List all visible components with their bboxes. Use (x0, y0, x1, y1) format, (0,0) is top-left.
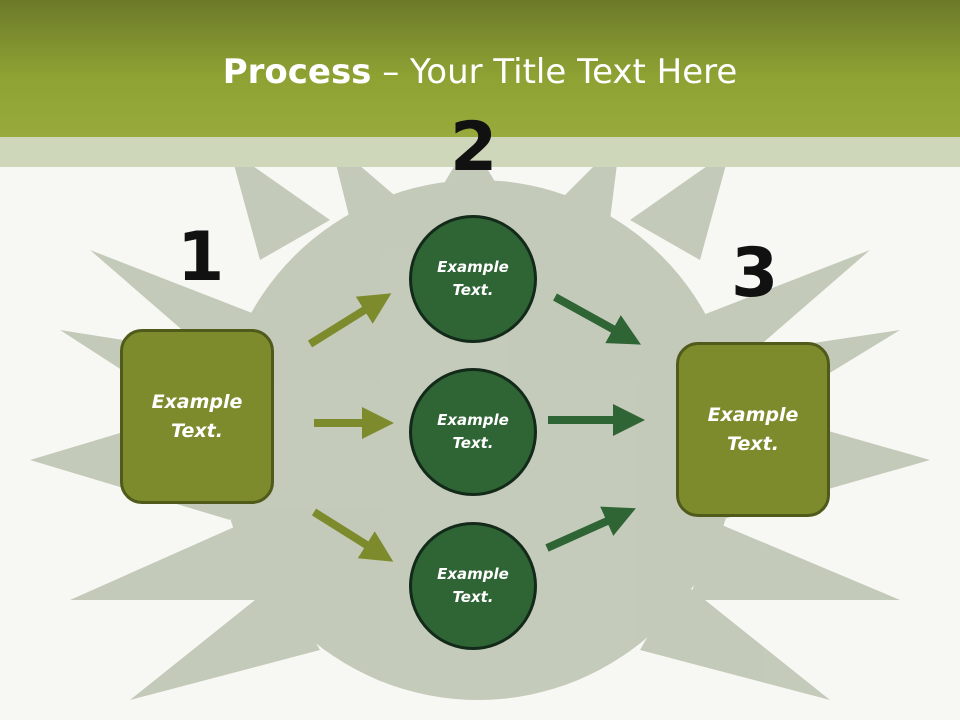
step-2-circle-middle: Example Text. (409, 368, 537, 496)
step-number-1: 1 (177, 218, 225, 297)
title-bold: Process (222, 52, 372, 92)
title-bar (0, 0, 960, 137)
circle-bottom-text: Example Text. (437, 565, 509, 606)
step-1-box: Example Text. (120, 329, 274, 504)
title-bar-band (0, 137, 960, 167)
slide-title: Process – Your Title Text Here (0, 52, 960, 92)
step-number-2: 2 (450, 108, 498, 187)
step-3-text: Example Text. (707, 403, 799, 455)
arrow-left-to-top (307, 293, 392, 348)
arrow-left-to-bottom (311, 508, 394, 562)
step-1-text: Example Text. (151, 390, 243, 442)
arrow-bottom-to-right (545, 506, 636, 552)
step-number-3: 3 (731, 234, 779, 313)
step-2-circle-top: Example Text. (409, 215, 537, 343)
step-2-circle-bottom: Example Text. (409, 522, 537, 650)
step-3-box: Example Text. (676, 342, 830, 517)
circle-middle-text: Example Text. (437, 411, 509, 452)
circle-top-text: Example Text. (437, 258, 509, 299)
title-rest: – Your Title Text Here (371, 52, 738, 92)
arrow-top-to-right (553, 293, 641, 345)
